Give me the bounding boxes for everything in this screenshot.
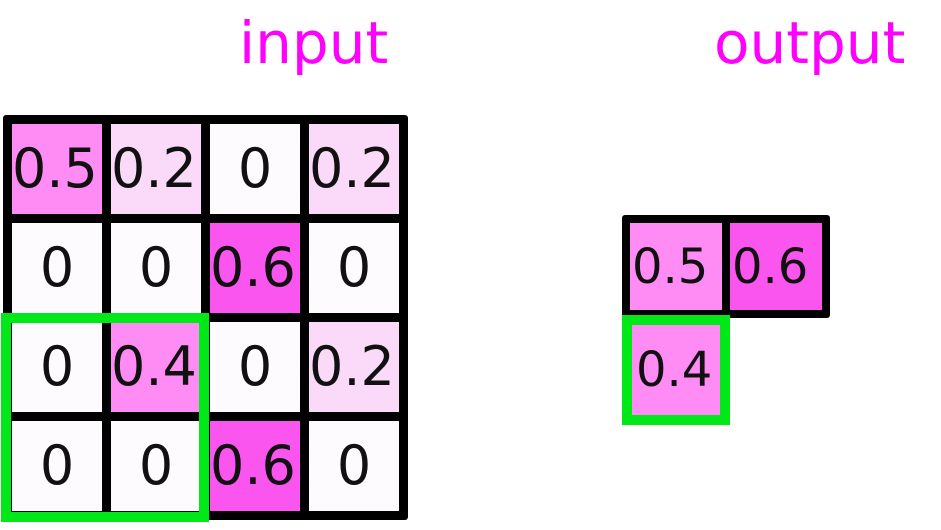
output-title: output: [714, 9, 906, 77]
output-grid-cell-value: 0.6: [732, 238, 809, 295]
input-grid-cell: 0: [12, 223, 102, 313]
input-grid-cell: 0.2: [111, 124, 201, 214]
input-grid-cell: 0.5: [12, 124, 102, 214]
input-grid-cell-value: 0.5: [12, 137, 98, 200]
input-grid-cell: 0: [309, 421, 399, 511]
input-grid-cell-value: 0.6: [210, 434, 296, 497]
input-title: input: [239, 9, 389, 77]
input-grid-cell-value: 0.2: [111, 137, 197, 200]
input-grid-cell: 0.6: [210, 421, 300, 511]
input-grid-cell: 0: [111, 421, 201, 511]
output-highlight-cell: 0.4: [632, 325, 720, 415]
input-grid-cell-value: 0.4: [111, 335, 197, 398]
output-grid: 0.5 0.6: [622, 215, 830, 318]
input-grid-cell-value: 0: [138, 434, 174, 497]
input-grid-cell-value: 0: [237, 335, 273, 398]
input-grid-cell: 0: [309, 223, 399, 313]
input-grid-cell: 0: [12, 421, 102, 511]
input-grid-cell-value: 0.6: [210, 236, 296, 299]
input-grid-cell-value: 0: [138, 236, 174, 299]
output-grid-cell: 0.6: [730, 223, 822, 310]
input-grid-cell-value: 0: [39, 335, 75, 398]
input-grid-cell-value: 0: [39, 236, 75, 299]
output-highlight-cell-value: 0.4: [636, 342, 713, 398]
input-grid-cell: 0.4: [111, 322, 201, 412]
input-grid-cell: 0: [210, 124, 300, 214]
input-grid-cell: 0.6: [210, 223, 300, 313]
input-grid-cell: 0: [210, 322, 300, 412]
input-grid-cell: 0.2: [309, 124, 399, 214]
input-grid-cell: 0.2: [309, 322, 399, 412]
input-grid-cell-value: 0: [336, 434, 372, 497]
input-grid-cell-value: 0: [237, 137, 273, 200]
input-grid-cell-value: 0: [336, 236, 372, 299]
input-grid-cell-value: 0: [39, 434, 75, 497]
output-grid-cell: 0.5: [630, 223, 722, 310]
input-grid-cell: 0: [111, 223, 201, 313]
input-grid-cell-value: 0.2: [309, 137, 395, 200]
input-grid-cell: 0: [12, 322, 102, 412]
output-grid-cell-value: 0.5: [632, 238, 709, 295]
input-grid-cell-value: 0.2: [309, 335, 395, 398]
output-selection-cell: 0.4: [622, 315, 730, 425]
